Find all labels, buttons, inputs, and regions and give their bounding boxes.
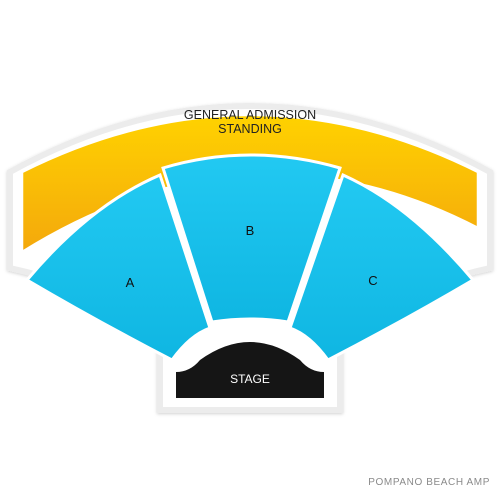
stage (176, 342, 324, 398)
section-b[interactable] (161, 153, 342, 324)
section-c-label: C (368, 273, 377, 288)
ga-label-line1: GENERAL ADMISSION (184, 108, 316, 122)
stage-label: STAGE (230, 372, 270, 386)
venue-name: POMPANO BEACH AMP (368, 477, 490, 488)
section-a-label: A (126, 275, 135, 290)
section-c[interactable] (288, 172, 476, 362)
section-b-label: B (246, 223, 255, 238)
ga-label-line2: STANDING (218, 122, 282, 136)
section-a[interactable] (24, 172, 212, 362)
